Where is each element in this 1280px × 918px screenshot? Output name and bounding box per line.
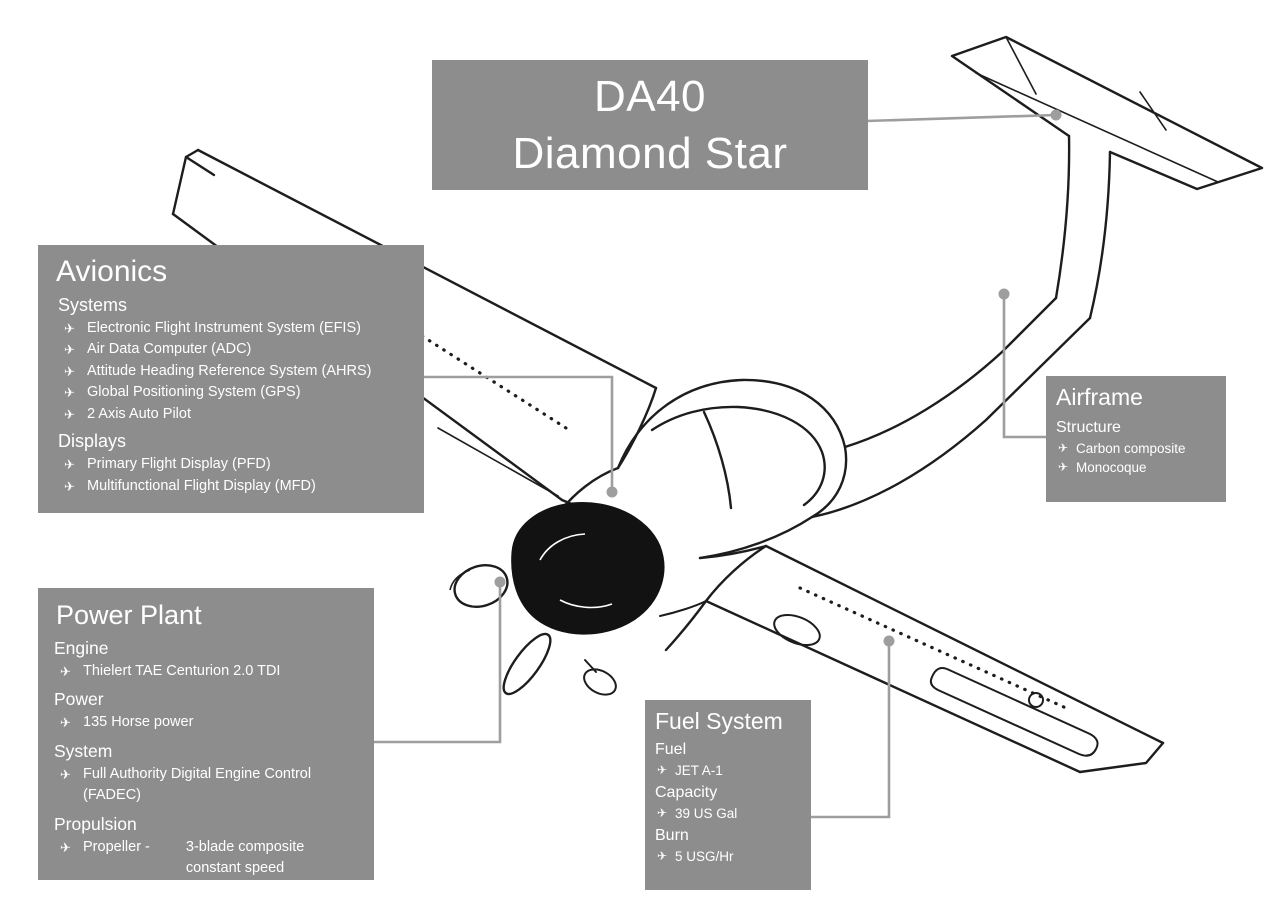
propulsion-list: ✈ Propeller - 3-blade composite constant… [52,837,360,880]
item-text: JET A-1 [675,763,723,778]
plane-bullet-icon: ✈ [64,342,75,358]
plane-bullet-icon: ✈ [657,763,668,777]
list-item: ✈ Global Positioning System (GPS) [64,382,412,403]
item-text: Propeller - [83,838,150,855]
plane-bullet-icon: ✈ [64,385,75,401]
engine-list: ✈ Thielert TAE Centurion 2.0 TDI [52,661,360,682]
avionics-box: Avionics Systems ✈ Electronic Flight Ins… [38,245,424,513]
title-line-1: DA40 [593,71,707,121]
plane-bullet-icon: ✈ [64,321,75,336]
item-text: 39 US Gal [675,806,738,822]
plane-bullet-icon: ✈ [1058,441,1069,455]
airframe-box: Airframe Structure ✈ Carbon composite ✈ … [1046,376,1226,502]
item-text: Full Authority Digital Engine Control (F… [83,765,312,804]
section-heading: Engine [54,638,109,658]
list-item: ✈ Primary Flight Display (PFD) [64,454,412,475]
section-heading: Capacity [655,784,718,802]
power-plant-box: Power Plant Engine ✈ Thielert TAE Centur… [38,588,374,880]
fuel-system-box: Fuel System Fuel ✈ JET A-1 Capacity ✈ 39… [645,700,811,890]
engine-cowl [449,501,665,696]
plane-bullet-icon: ✈ [657,849,668,864]
avionics-systems-list: ✈ Electronic Flight Instrument System (E… [50,318,412,425]
power-list: ✈ 135 Horse power [52,712,360,733]
burn-section: Burn ✈ 5 USG/Hr [655,827,801,866]
item-text: Global Positioning System (GPS) [87,384,301,401]
list-item: ✈ Propeller - 3-blade composite constant… [60,837,360,880]
item-text: Electronic Flight Instrument System (EFI… [87,320,361,336]
aircraft-outline [171,35,1264,774]
list-item: ✈ Thielert TAE Centurion 2.0 TDI [60,661,360,682]
plane-bullet-icon: ✈ [60,664,71,679]
airframe-structure-section: Structure ✈ Carbon composite ✈ Monocoque [1056,419,1216,477]
propulsion-section: Propulsion ✈ Propeller - 3-blade composi… [52,814,360,880]
avionics-systems-section: Systems ✈ Electronic Flight Instrument S… [50,295,412,425]
avionics-displays-list: ✈ Primary Flight Display (PFD) ✈ Multifu… [50,454,412,497]
plane-bullet-icon: ✈ [60,839,71,855]
plane-bullet-icon: ✈ [60,715,71,731]
section-heading: Burn [655,827,689,845]
item-text: 5 USG/Hr [675,849,734,865]
airframe-title: Airframe [1056,384,1143,410]
list-item: ✈ JET A-1 [657,761,801,780]
item-text: Air Data Computer (ADC) [87,341,252,358]
item-text: Monocoque [1076,460,1147,476]
capacity-section: Capacity ✈ 39 US Gal [655,784,801,823]
connector-dots [494,109,1062,647]
plane-bullet-icon: ✈ [64,478,75,494]
power-plant-title: Power Plant [56,600,202,630]
item-text: Primary Flight Display (PFD) [87,456,271,473]
capacity-list: ✈ 39 US Gal [655,804,801,823]
item-text: 135 Horse power [83,714,194,731]
list-item: ✈ Electronic Flight Instrument System (E… [64,318,412,339]
title-box: DA40 Diamond Star [432,60,868,190]
section-heading: Fuel [655,741,687,758]
section-heading: Propulsion [54,813,137,834]
item-text: 2 Axis Auto Pilot [87,405,191,422]
section-heading: Power [54,689,104,710]
burn-list: ✈ 5 USG/Hr [655,847,801,866]
plane-bullet-icon: ✈ [64,457,75,473]
plane-bullet-icon: ✈ [1058,460,1069,475]
item-text: Carbon composite [1076,441,1186,456]
list-item: ✈ 5 USG/Hr [657,847,801,866]
plane-bullet-icon: ✈ [60,766,71,782]
fuel-list: ✈ JET A-1 [655,761,801,780]
list-item: ✈ Multifunctional Flight Display (MFD) [64,476,412,497]
section-heading: Displays [58,431,127,452]
section-heading: Systems [58,295,128,315]
item-text: Multifunctional Flight Display (MFD) [87,477,316,494]
avionics-displays-section: Displays ✈ Primary Flight Display (PFD) … [50,431,412,497]
list-item: ✈ 135 Horse power [60,712,360,733]
section-heading: System [54,740,113,761]
list-item: ✈ Air Data Computer (ADC) [64,339,412,360]
plane-bullet-icon: ✈ [657,806,668,821]
list-item: ✈ Attitude Heading Reference System (AHR… [64,361,412,382]
list-item: ✈ 2 Axis Auto Pilot [64,404,412,425]
system-section: System ✈ Full Authority Digital Engine C… [52,741,360,807]
item-text: Attitude Heading Reference System (AHRS) [87,362,372,379]
power-section: Power ✈ 135 Horse power [52,689,360,733]
list-item: ✈ 39 US Gal [657,804,801,823]
fuel-system-title: Fuel System [655,708,783,734]
system-list: ✈ Full Authority Digital Engine Control … [52,764,360,807]
airframe-structure-list: ✈ Carbon composite ✈ Monocoque [1056,439,1216,477]
engine-section: Engine ✈ Thielert TAE Centurion 2.0 TDI [52,638,360,682]
leader-lines [370,113,1057,819]
list-item: ✈ Full Authority Digital Engine Control … [60,764,360,807]
item-text: Thielert TAE Centurion 2.0 TDI [83,663,281,679]
list-item: ✈ Carbon composite [1058,439,1216,458]
title-line-2: Diamond Star [512,129,788,178]
plane-bullet-icon: ✈ [64,363,75,379]
avionics-title: Avionics [56,255,168,288]
fuel-section: Fuel ✈ JET A-1 [655,741,801,780]
list-item: ✈ Monocoque [1058,458,1216,477]
propeller-detail: 3-blade composite constant speed [185,838,305,877]
plane-bullet-icon: ✈ [64,406,75,422]
section-heading: Structure [1056,419,1121,436]
